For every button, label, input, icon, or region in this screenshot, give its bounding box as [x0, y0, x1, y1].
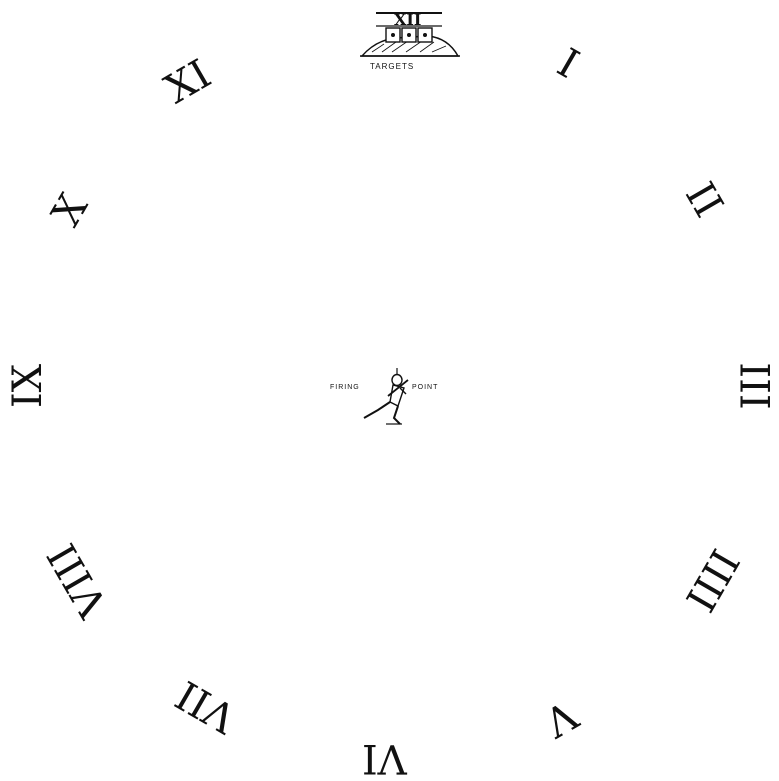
numeral-vi: VI	[362, 738, 407, 778]
numeral-i: I	[551, 43, 585, 86]
numeral-viii: VIII	[42, 537, 115, 623]
numeral-ix: IX	[8, 364, 48, 408]
numeral-vii: VII	[170, 674, 242, 739]
numeral-iii: III	[734, 362, 774, 409]
numeral-iiii: IIII	[678, 543, 744, 618]
soldier-kneeling-icon	[328, 366, 458, 436]
targets-label: TARGETS	[370, 62, 414, 71]
numeral-x: X	[46, 188, 95, 233]
numeral-v: V	[538, 693, 583, 742]
numeral-ii: II	[679, 176, 729, 223]
numeral-xii: XII	[394, 12, 421, 28]
firing-point-marker: FIRING POINT	[328, 366, 458, 436]
numeral-xi: XI	[159, 54, 217, 111]
targets-marker: XII TARGETS	[356, 6, 462, 76]
